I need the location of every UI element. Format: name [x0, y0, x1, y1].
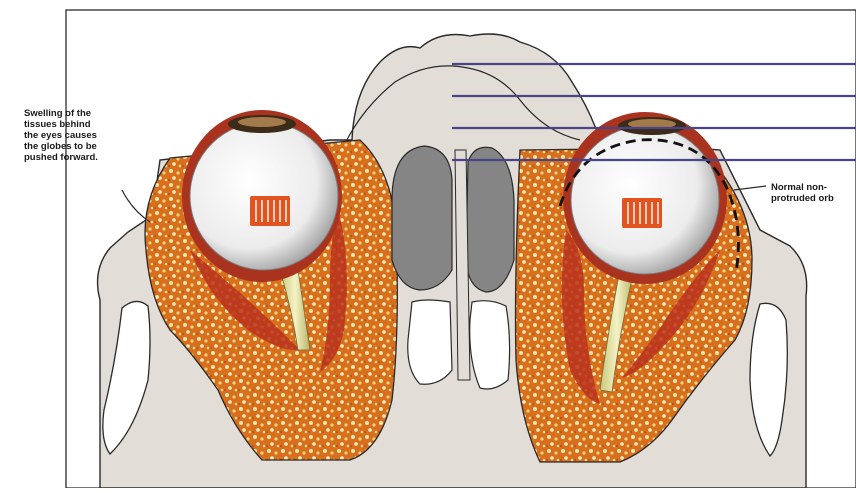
normal-orb-annotation: Normal non- protruded orb	[771, 182, 856, 204]
left-lower-cavity	[408, 300, 452, 384]
eye-globe-left	[182, 110, 342, 282]
left-sinus	[392, 146, 452, 290]
eye-globe-right	[563, 112, 727, 284]
swelling-annotation: Swelling of the tissues behind the eyes …	[24, 108, 154, 163]
right-lower-cavity	[470, 301, 510, 389]
right-sinus	[466, 147, 514, 292]
